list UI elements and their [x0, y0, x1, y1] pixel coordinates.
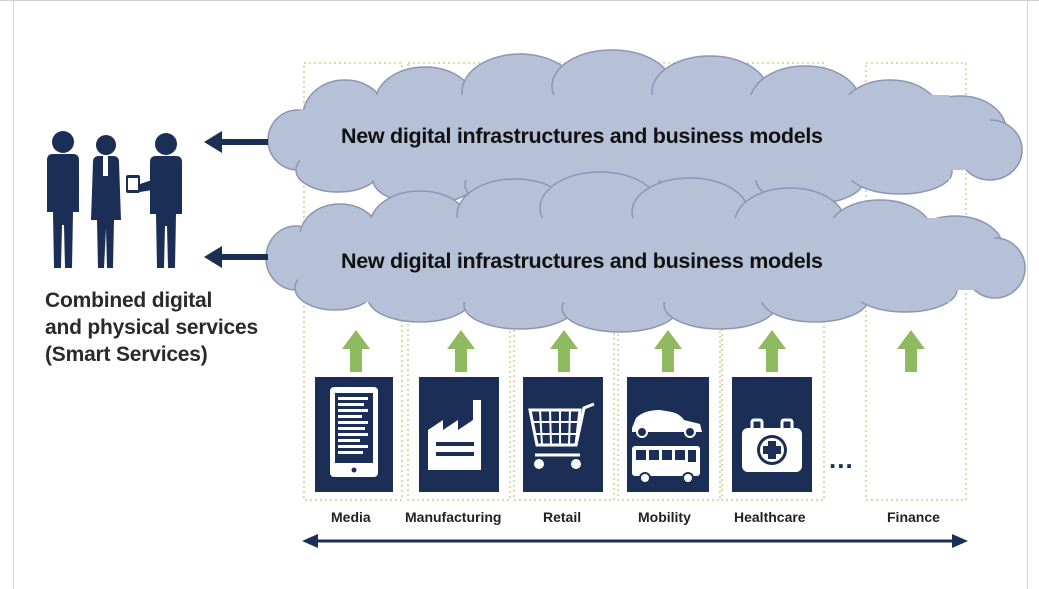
more-sectors-ellipsis: ...	[829, 444, 854, 474]
sector-label-retail: Retail	[543, 509, 582, 525]
people-group-icon	[47, 131, 182, 268]
green-arrow-manufacturing	[447, 330, 475, 372]
sector-label-media: Media	[331, 509, 371, 525]
green-arrow-finance	[897, 330, 925, 372]
sector-label-manufacturing: Manufacturing	[405, 509, 502, 525]
first-aid-kit-icon	[732, 377, 812, 492]
smart-services-label: Combined digital and physical services (…	[45, 287, 305, 368]
factory-icon	[419, 377, 499, 492]
sector-label-mobility: Mobility	[638, 509, 691, 525]
green-arrow-healthcare	[758, 330, 786, 372]
arrowhead-bottom	[204, 246, 222, 268]
smart-services-label-line3: (Smart Services)	[45, 343, 208, 366]
green-arrow-retail	[550, 330, 578, 372]
bottom-cloud-text: New digital infrastructures and business…	[341, 249, 823, 273]
frame-left-border	[13, 0, 14, 589]
green-arrow-media	[342, 330, 370, 372]
frame-top-border	[0, 0, 1039, 1]
sector-label-healthcare: Healthcare	[734, 509, 806, 525]
smart-services-label-line2: and physical services	[45, 316, 258, 339]
green-up-arrows	[342, 330, 925, 372]
tablet-reader-icon	[315, 377, 393, 492]
green-arrow-mobility	[654, 330, 682, 372]
arrows-to-people	[204, 131, 268, 268]
sector-tiles	[315, 377, 812, 492]
arrowhead-top	[204, 131, 222, 153]
top-cloud-text: New digital infrastructures and business…	[341, 124, 823, 148]
shopping-cart-icon	[523, 377, 603, 492]
smart-services-label-line1: Combined digital	[45, 289, 213, 312]
sector-range-arrow	[302, 534, 968, 548]
frame-right-border	[1027, 0, 1028, 589]
car-and-bus-icon	[627, 377, 709, 492]
sector-label-finance: Finance	[887, 509, 940, 525]
